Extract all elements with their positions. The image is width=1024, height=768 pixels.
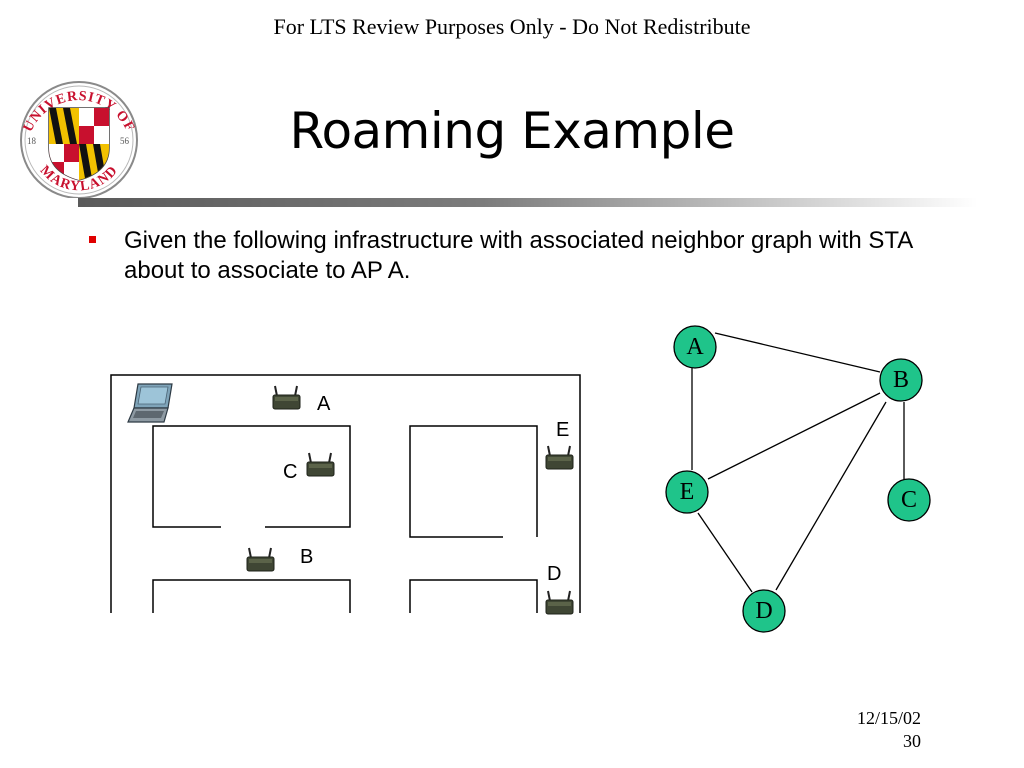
graph-edge-e-b [707, 392, 881, 480]
access-point-icon [545, 445, 574, 470]
graph-node-label-a: A [686, 334, 704, 360]
graph-edge-b-d [775, 401, 887, 591]
access-point-icon [272, 385, 301, 410]
room-wall [409, 579, 538, 613]
seal-year-right: 56 [120, 136, 130, 146]
university-seal-logo: UNIVERSITY OF MARYLAND 18 56 [20, 81, 138, 198]
bullet-marker [89, 236, 96, 243]
graph-node-label-d: D [755, 598, 773, 624]
graph-node-a [673, 325, 717, 369]
ap-label-a: A [317, 393, 331, 415]
graph-node-b [879, 358, 923, 402]
maryland-flag-shield [48, 107, 110, 181]
review-watermark: For LTS Review Purposes Only - Do Not Re… [273, 14, 751, 39]
graph-edge-a-b [714, 332, 881, 373]
page-number: 30 [903, 731, 921, 751]
graph-edge-e-d [697, 512, 753, 593]
laptop-icon [127, 383, 173, 423]
ap-label-b: B [300, 546, 314, 568]
graph-node-label-b: B [892, 367, 909, 393]
slide-title: Roaming Example [289, 102, 735, 160]
bullet-text: Given the following infrastructure with … [124, 227, 912, 284]
graph-node-c [887, 478, 931, 522]
graph-node-label-c: C [900, 487, 917, 513]
ap-label-d: D [547, 563, 562, 585]
access-point-icon [545, 590, 574, 615]
graph-node-e [665, 470, 709, 514]
access-point-icon [306, 452, 335, 477]
access-point-icon [246, 547, 275, 572]
title-divider [78, 198, 978, 207]
ap-label-e: E [556, 419, 570, 441]
footer-date: 12/15/02 [856, 708, 921, 728]
outer-wall [110, 374, 581, 613]
ap-label-c: C [283, 461, 298, 483]
graph-node-d [742, 589, 786, 633]
seal-year-left: 18 [27, 136, 37, 146]
room-wall [152, 425, 351, 528]
room-wall [409, 425, 538, 538]
room-wall [152, 579, 351, 613]
graph-node-label-e: E [679, 479, 695, 505]
